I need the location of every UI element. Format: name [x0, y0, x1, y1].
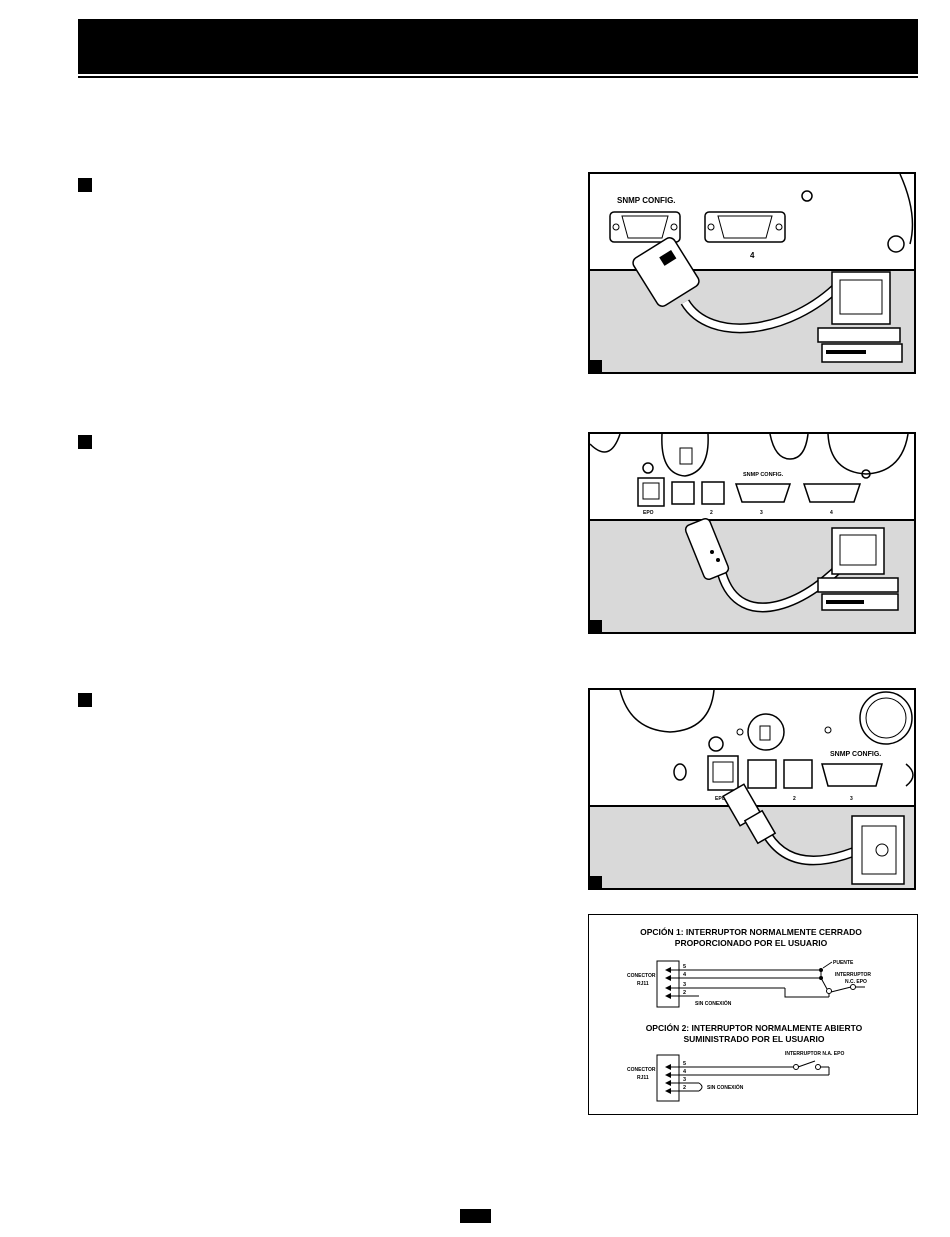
knob-icon: [887, 235, 905, 253]
figure-snmp-connection: SNMP CONFIG. 4: [588, 172, 916, 374]
option2-title-line2: SUMINISTRADO POR EL USUARIO: [683, 1034, 824, 1044]
db9-port-4: [704, 211, 786, 243]
snmp-config-label: SNMP CONFIG.: [830, 751, 881, 758]
epo-label: EPO: [715, 796, 726, 802]
figure-marker: [590, 360, 602, 372]
section-bullet-snmp: [78, 178, 92, 192]
snmp-config-label: SNMP CONFIG.: [743, 472, 784, 478]
rj11-port-epo: [637, 477, 665, 507]
option2-title-line1: OPCIÓN 2: INTERRUPTOR NORMALMENTE ABIERT…: [646, 1022, 863, 1033]
epo-switch-icon: [851, 815, 905, 885]
option2-connector-body: [656, 1054, 680, 1102]
option1-title-line2: PROPORCIONADO POR EL USUARIO: [675, 938, 828, 948]
figure-marker: [590, 620, 602, 632]
option2-wires: [671, 1060, 830, 1092]
option2-connector-label-2: RJ11: [637, 1075, 649, 1081]
figure-marker: [590, 876, 602, 888]
option2-arrows: [665, 1064, 671, 1094]
epo-wiring-diagram: OPCIÓN 1: INTERRUPTOR NORMALMENTE CERRAD…: [588, 914, 918, 1115]
port-3-label: 3: [850, 796, 853, 802]
computer-icon: [817, 271, 903, 363]
panel-curve: [899, 174, 914, 245]
db9-port-3: [821, 763, 883, 787]
section-bullet-usb: [78, 435, 92, 449]
option2-pin-2: 2: [683, 1085, 686, 1091]
screw-icon: [642, 462, 654, 474]
option1-pin-2: 2: [683, 990, 686, 996]
option2-pin-5: 5: [683, 1061, 686, 1067]
option1-pin-3: 3: [683, 982, 686, 988]
usb-illustration: SNMP CONFIG. EPO 2 3 4: [590, 434, 914, 632]
fan-icon: [859, 691, 913, 745]
option1-wires: [671, 969, 865, 998]
screw-icon: [708, 736, 724, 752]
option2-pin-4: 4: [683, 1069, 687, 1075]
figure-epo-connection: SNMP CONFIG. EPO 2 3: [588, 688, 916, 890]
rj11-port-epo: [707, 755, 739, 791]
option1-no-connection: SIN CONEXIÓN: [695, 999, 732, 1007]
port-3-label: 3: [760, 510, 763, 516]
port-2-label: 2: [710, 510, 713, 516]
usb-port-1: [671, 481, 695, 505]
screw-icon: [861, 469, 871, 479]
usb-port-1: [747, 759, 777, 789]
db9-port-snmp: [609, 211, 681, 243]
option2-switch-label: INTERRUPTOR N.A. EPO: [785, 1051, 844, 1057]
switch-icon: [679, 447, 693, 465]
option1-arrows: [665, 967, 671, 999]
snmp-config-label: SNMP CONFIG.: [617, 196, 676, 205]
option1-switch-label-1: INTERRUPTOR: [835, 972, 871, 978]
db9-port-3: [734, 483, 792, 503]
option1-connector-label-1: CONECTOR: [627, 973, 656, 979]
usb-port-2: [783, 759, 813, 789]
computer-icon: [817, 527, 899, 611]
option2-no-connection: SIN CONEXIÓN: [707, 1083, 744, 1091]
bridge-leader: [822, 961, 833, 969]
option1-connector-label-2: RJ11: [637, 981, 649, 987]
epo-label: EPO: [643, 510, 654, 516]
option2-pin-3: 3: [683, 1077, 686, 1083]
option1-bridge-label: PUENTE: [833, 960, 854, 966]
port-4-label: 4: [830, 510, 833, 516]
port-4-label: 4: [750, 251, 755, 260]
header-bar: [78, 19, 918, 74]
header-rule: [78, 76, 918, 78]
port-2-label: 2: [793, 796, 796, 802]
snmp-illustration: SNMP CONFIG. 4: [590, 174, 914, 372]
serial-cable: [632, 237, 844, 334]
wiring-svg: OPCIÓN 1: INTERRUPTOR NORMALMENTE CERRAD…: [627, 926, 871, 1102]
page-number-block: [460, 1209, 491, 1223]
option1-title-line1: OPCIÓN 1: INTERRUPTOR NORMALMENTE CERRAD…: [640, 926, 862, 937]
db9-port-4: [802, 483, 862, 503]
option1-pin-5: 5: [683, 964, 686, 970]
option1-pin-4: 4: [683, 972, 687, 978]
figure-usb-connection: SNMP CONFIG. EPO 2 3 4: [588, 432, 916, 634]
screw-icon: [801, 190, 813, 202]
usb-port-2: [701, 481, 725, 505]
section-bullet-epo: [78, 693, 92, 707]
epo-illustration: SNMP CONFIG. EPO 2 3: [590, 690, 914, 888]
option1-connector-body: [656, 960, 680, 1008]
option2-connector-label-1: CONECTOR: [627, 1067, 656, 1073]
option1-switch-label-2: N.C. EPO: [845, 979, 867, 985]
